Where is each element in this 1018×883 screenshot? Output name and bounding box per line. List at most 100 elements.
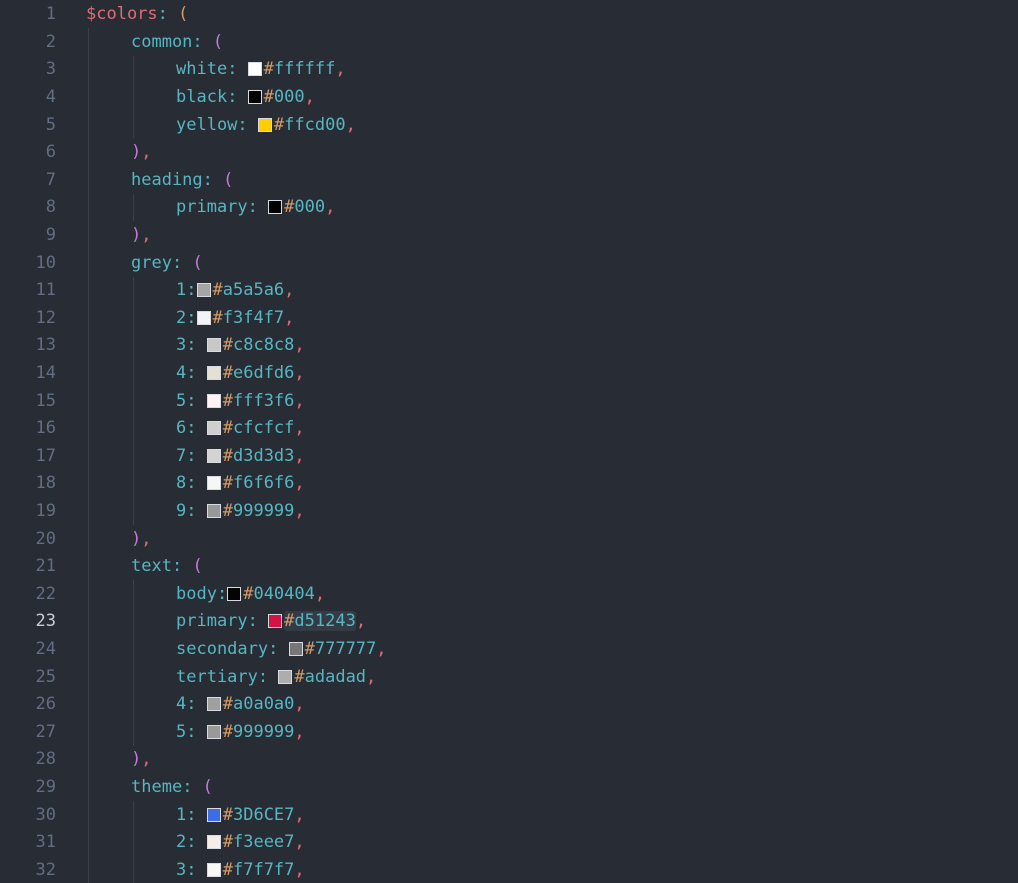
colon: : (216, 583, 228, 604)
indent-guide (133, 580, 134, 746)
color-swatch-icon[interactable] (206, 807, 221, 822)
color-swatch-icon[interactable] (206, 476, 221, 491)
color-swatch-icon[interactable] (257, 117, 272, 132)
color-swatch-icon[interactable] (206, 393, 221, 408)
color-key: tertiary (176, 666, 258, 687)
line-number: 1 (45, 4, 56, 25)
line-number: 27 (35, 721, 56, 742)
color-swatch-icon[interactable] (247, 62, 262, 77)
comma: , (141, 142, 152, 163)
color-swatch-icon[interactable] (227, 586, 242, 601)
color-swatch-icon[interactable] (247, 90, 262, 105)
color-key: 3 (176, 335, 187, 356)
color-value: #e6dfd6 (223, 363, 295, 383)
code-line[interactable]: 1$colors: ( (0, 1, 1018, 29)
line-number: 23 (35, 611, 56, 632)
code-line[interactable]: 28), (0, 746, 1018, 774)
color-value: #d51243 (284, 611, 356, 632)
color-value: #fff3f6 (223, 391, 295, 411)
hash-sign: # (284, 611, 295, 632)
code-line[interactable]: 6), (0, 139, 1018, 167)
line-code: primary: #d51243, (176, 611, 366, 632)
comma: , (294, 390, 305, 411)
code-line[interactable]: 20), (0, 525, 1018, 553)
color-swatch-icon[interactable] (268, 614, 283, 629)
code-line[interactable]: 2 common: ( (0, 28, 1018, 56)
line-number: 5 (45, 114, 56, 135)
colon: : (186, 307, 197, 328)
color-key: black (176, 87, 228, 108)
hex-value: c8c8c8 (232, 335, 295, 356)
line-number: 12 (35, 307, 56, 328)
hex-value: ffcd00 (284, 114, 346, 135)
color-swatch-icon[interactable] (206, 835, 221, 850)
color-swatch-icon[interactable] (206, 338, 221, 353)
colon: : (186, 694, 207, 715)
colon: : (171, 252, 193, 273)
color-swatch-icon[interactable] (206, 448, 221, 463)
color-swatch-icon[interactable] (288, 642, 303, 657)
color-swatch-icon[interactable] (206, 366, 221, 381)
line-code: ), (131, 749, 152, 769)
line-code: ), (131, 529, 152, 549)
colon: : (202, 169, 224, 190)
colon: : (157, 4, 179, 25)
color-swatch-icon[interactable] (206, 697, 221, 712)
line-code: 4: #a0a0a0, (176, 694, 305, 714)
color-swatch-icon[interactable] (196, 310, 211, 325)
hex-value: 3D6CE7 (232, 804, 295, 825)
color-key: 2 (176, 307, 187, 328)
hash-sign: # (222, 335, 233, 356)
hash-sign: # (222, 445, 233, 466)
line-number: 17 (35, 445, 56, 466)
hex-value: d51243 (294, 611, 356, 632)
line-code: common: ( (131, 32, 223, 52)
hash-sign: # (263, 87, 274, 108)
line-number: 11 (35, 280, 56, 301)
close-paren: ) (131, 528, 142, 549)
color-swatch-icon[interactable] (206, 504, 221, 519)
map-key: grey (131, 252, 172, 273)
color-swatch-icon[interactable] (196, 283, 211, 298)
code-line[interactable]: 23 primary: #d51243, (0, 608, 1018, 636)
line-number: 2 (45, 31, 56, 52)
color-swatch-icon[interactable] (278, 669, 293, 684)
code-line[interactable]: 9), (0, 221, 1018, 249)
comma: , (335, 59, 346, 80)
hex-value: f3f4f7 (222, 307, 285, 328)
comma: , (294, 721, 305, 742)
color-swatch-icon[interactable] (206, 862, 221, 877)
color-swatch-icon[interactable] (268, 200, 283, 215)
color-swatch-icon[interactable] (206, 724, 221, 739)
colon: : (186, 390, 207, 411)
color-key: secondary (176, 639, 269, 660)
hex-value: f7f7f7 (232, 859, 295, 880)
color-swatch-icon[interactable] (206, 421, 221, 436)
